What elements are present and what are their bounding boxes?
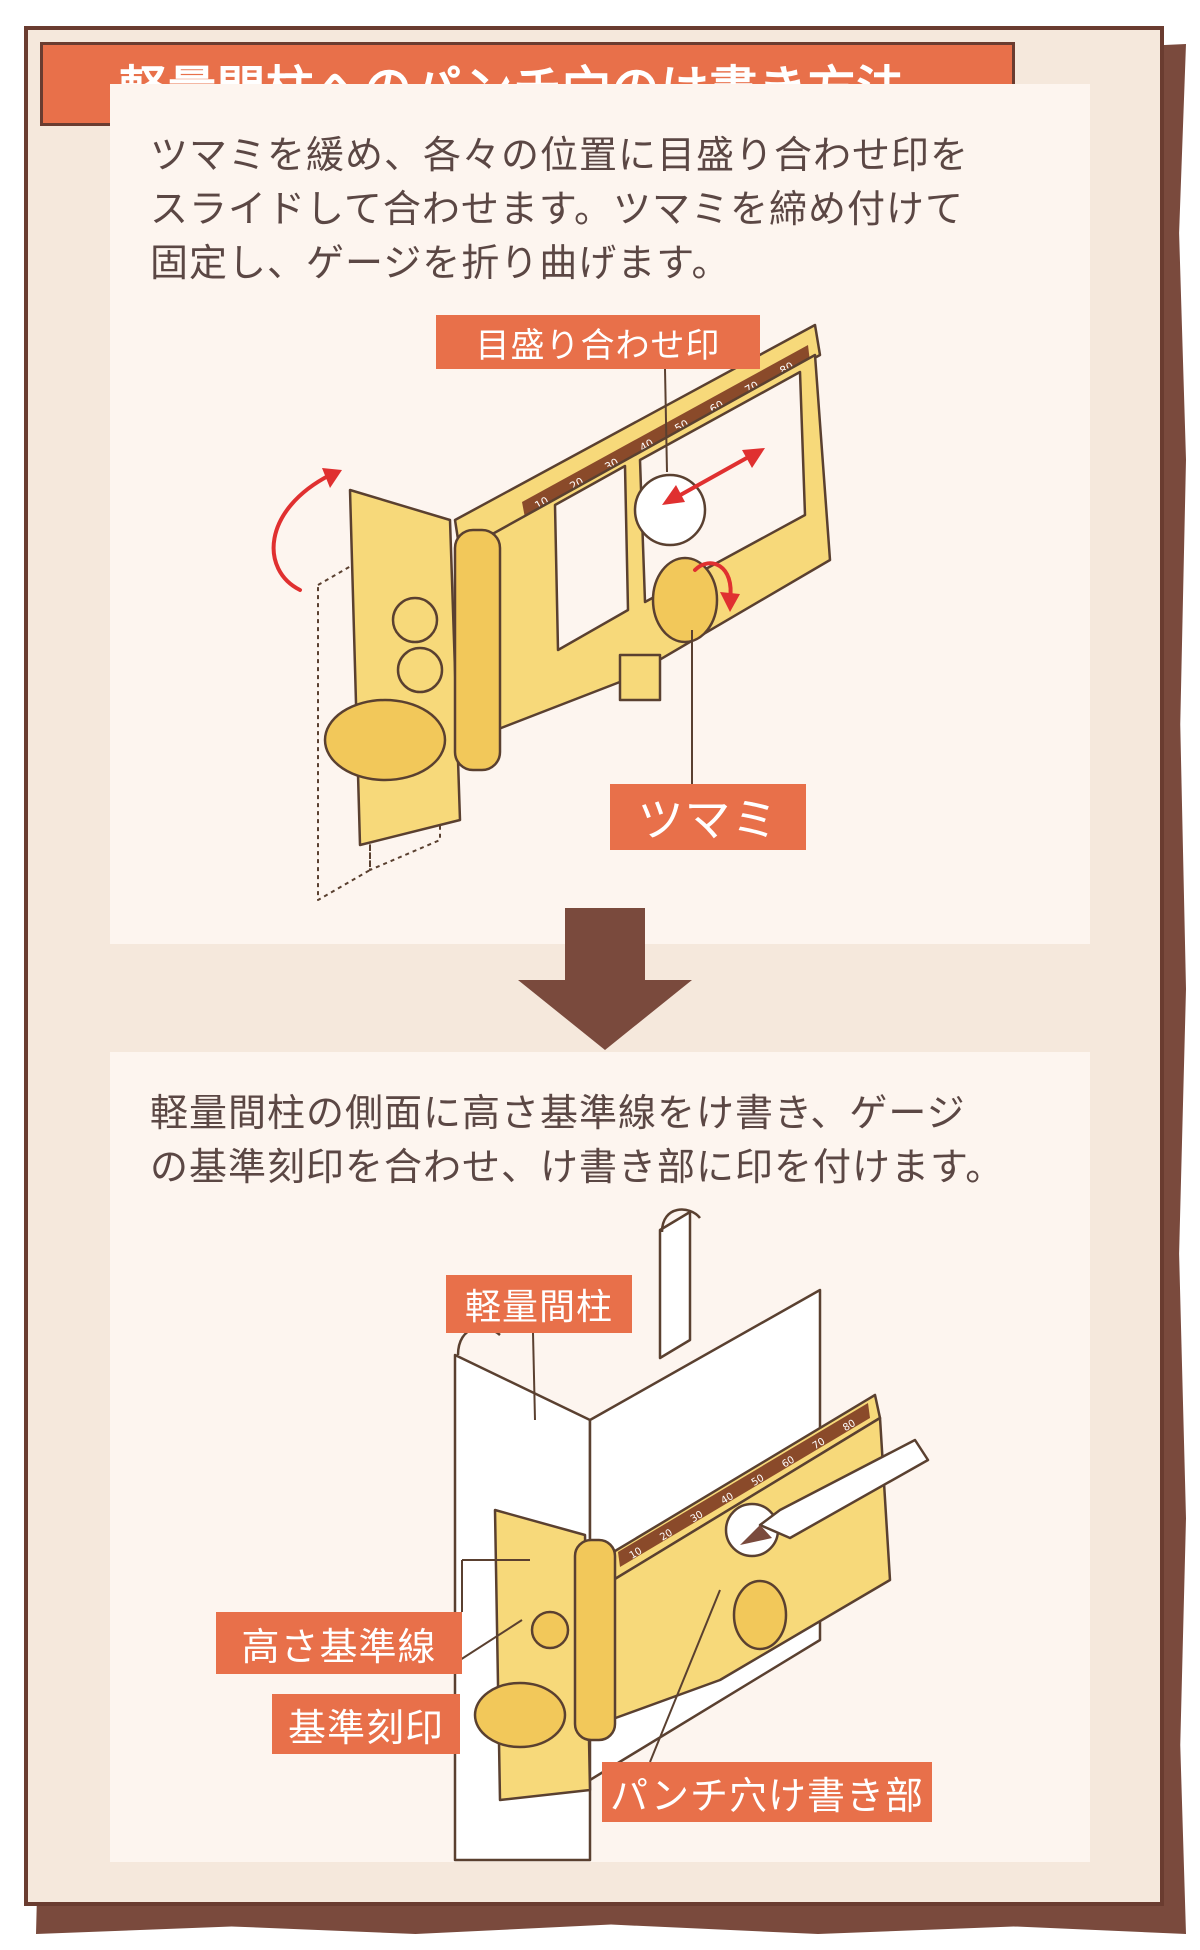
gauge-hole-2a <box>530 1610 570 1650</box>
gauge-clip <box>618 653 662 702</box>
gauge-hole-2 <box>396 646 444 694</box>
stud-lip-2 <box>660 1208 701 1233</box>
step2-instruction: 軽量間柱の側面に高さ基準線をけ書き、ゲージ の基準刻印を合わせ、け書き部に印を付… <box>150 1091 1005 1189</box>
leader-scale-mark <box>664 368 668 473</box>
knob <box>651 556 719 644</box>
pencil-tip <box>740 1525 772 1545</box>
label-knob: ツマミ <box>610 784 806 850</box>
leader-stud <box>532 1332 536 1421</box>
knob-2 <box>732 1579 788 1651</box>
leader-punch-scribe <box>649 1589 721 1763</box>
gauge-hole-1 <box>391 596 439 644</box>
knob-rotate-arrow-icon <box>693 561 733 602</box>
label-stud: 軽量間柱 <box>446 1275 632 1333</box>
gauge-window-1 <box>553 464 630 652</box>
step1-red-arrows <box>271 448 765 612</box>
slide-arrow-icon <box>673 453 754 500</box>
step1-instruction: ツマミを緩め、各々の位置に目盛り合わせ印を スライドして合わせます。ツマミを締め… <box>150 133 970 285</box>
scale-strip-2 <box>618 1403 870 1567</box>
gauge-hinge-2 <box>573 1538 617 1742</box>
pencil-icon <box>758 1438 930 1540</box>
gauge-roller-2 <box>473 1681 567 1749</box>
label-punch-scribe: パンチ穴け書き部 <box>602 1762 932 1822</box>
leader-reference-mark <box>459 1619 523 1661</box>
label-reference-mark: 基準刻印 <box>272 1694 460 1754</box>
stud-flange <box>658 1210 692 1360</box>
down-flow-arrow-icon <box>518 908 692 1050</box>
gauge-slot <box>638 370 807 604</box>
label-height-line: 高さ基準線 <box>216 1612 462 1674</box>
rotate-arrow-icon <box>271 473 332 592</box>
gauge-hinge <box>453 528 502 772</box>
label-scale-mark: 目盛り合わせ印 <box>436 315 760 369</box>
gauge-roller <box>323 698 447 782</box>
